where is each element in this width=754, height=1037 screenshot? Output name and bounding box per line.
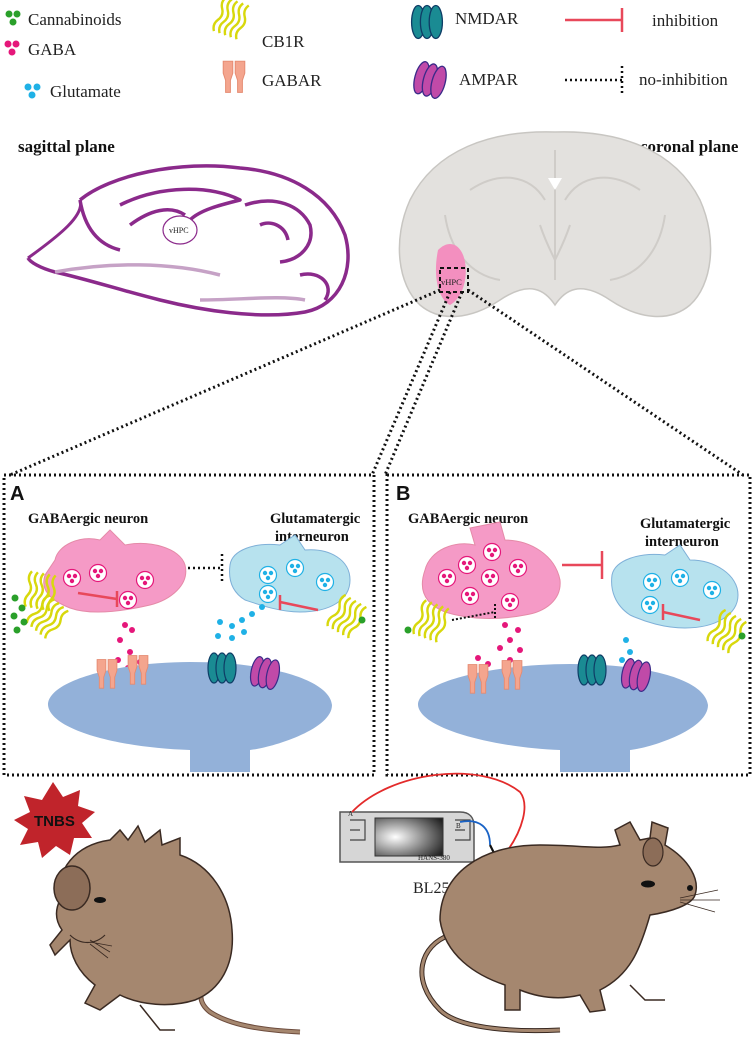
panel-a-nmdar: [207, 652, 237, 684]
coronal-vhpc-label: vHPC: [441, 277, 462, 287]
panel-a-glut-inhibition-mark: [278, 595, 319, 612]
panel-a: A GABAergic neuron Glutamatergic interne…: [2, 473, 376, 777]
panel-a-gaba-vesicle: [135, 570, 155, 590]
panel-a-cannabinoid: [358, 616, 366, 624]
cb1r-legend-icon: [210, 0, 252, 42]
blue-lead-wire: [459, 820, 491, 846]
device-port-b: B: [456, 822, 461, 830]
panel-a-glut-vesicle: [285, 558, 305, 578]
sick-mouse: [49, 824, 301, 1035]
panel-b-letter: B: [396, 483, 410, 505]
panel-b-glut-vesicle: [640, 595, 660, 615]
legend-ampar: AMPAR: [459, 70, 519, 89]
panel-a-postsynaptic-neuron: [48, 662, 332, 772]
panel-b-frame: [385, 473, 752, 777]
device-port-a: A: [348, 810, 353, 818]
coronal-vhpc-region: [435, 243, 466, 305]
cannabinoids-legend-icon: [5, 10, 21, 26]
gaba-legend-icon: [4, 40, 20, 56]
inhibition-legend-icon: [565, 8, 624, 32]
treated-mouse: [419, 820, 720, 1034]
legend-cannabinoids: Cannabinoids: [28, 10, 122, 29]
sagittal-vhpc-label: vHPC: [169, 226, 189, 235]
legend-nmdar: NMDAR: [455, 9, 519, 28]
no-inhibition-legend-icon: [565, 66, 624, 94]
panel-b-gaba-vesicle: [500, 592, 520, 612]
panel-b-glut-label-2: interneuron: [645, 534, 719, 550]
panel-b-gaba-vesicle: [480, 568, 500, 588]
panel-b-nmdar: [577, 654, 607, 686]
device-model-label: HANS-380: [418, 854, 450, 862]
panel-b-gaba-vesicle: [482, 542, 502, 562]
panel-b-gaba-vesicle: [437, 568, 457, 588]
panel-b-no-inhibition-mark: [451, 604, 496, 621]
panel-a-letter: A: [10, 483, 24, 505]
panel-b-glut-inhibition-mark: [661, 604, 701, 622]
panel-a-frame: [2, 473, 376, 777]
glutamate-legend-icon: [24, 83, 41, 99]
sagittal-plane-label: sagittal plane: [18, 137, 115, 156]
panel-b-cannabinoid-glut: [738, 632, 746, 640]
panel-a-cannabinoids: [10, 594, 28, 634]
panel-a-gaba-vesicle: [118, 590, 138, 610]
panel-b-glut-label-1: Glutamatergic: [640, 516, 731, 532]
legend-glutamate: Glutamate: [50, 82, 121, 101]
tnbs-label: TNBS: [34, 813, 75, 830]
nmdar-legend-icon: [410, 4, 444, 40]
panel-a-gaba-vesicle: [88, 563, 108, 583]
panel-a-glutamate-release: [215, 604, 265, 641]
panel-a-inhibition-mark: [77, 591, 119, 607]
panel-b-gabaergic-label: GABAergic neuron: [408, 511, 528, 527]
panel-b-gaba-vesicle: [460, 586, 480, 606]
panel-b-glut-vesicle: [642, 572, 662, 592]
legend-gaba: GABA: [28, 40, 77, 59]
zoom-connectors: [9, 288, 744, 477]
legend-no-inhibition: no-inhibition: [639, 70, 728, 89]
panel-a-glut-label-1: Glutamatergic: [270, 511, 361, 527]
ampar-legend-icon: [410, 59, 450, 101]
panel-b-gaba-vesicle: [457, 555, 477, 575]
legend: Cannabinoids GABA Glutamate CB1R GABAR N…: [4, 0, 728, 101]
panel-a-glut-vesicle: [315, 572, 335, 592]
panel-b-glut-vesicle: [670, 568, 690, 588]
acupuncture-stimulator: HANS-380 A B: [339, 810, 475, 863]
panel-a-glut-vesicle: [258, 584, 278, 604]
panel-b: B GABAergic neuron Glutamatergic interne…: [385, 473, 752, 777]
tnbs-badge: TNBS: [14, 782, 95, 858]
panel-b-glut-vesicle: [702, 580, 722, 600]
coronal-plane-label: coronal plane: [640, 137, 739, 156]
panel-a-no-inhibition-mark: [188, 554, 224, 582]
sagittal-brain: [26, 164, 350, 317]
bl25-label: BL25: [413, 880, 449, 897]
legend-inhibition: inhibition: [652, 11, 719, 30]
sagittal-vhpc-marker: [162, 215, 198, 245]
red-lead-wire: [351, 772, 526, 851]
gabar-legend-icon: [222, 60, 246, 93]
panel-b-inhibition-mark: [562, 551, 604, 579]
legend-cb1r: CB1R: [262, 32, 305, 51]
panel-a-gabaergic-neuron: [43, 529, 187, 613]
panel-b-gaba-vesicle: [508, 558, 528, 578]
panel-a-gaba-vesicle: [62, 568, 82, 588]
legend-gabar: GABAR: [262, 71, 322, 90]
panel-b-cannabinoid: [404, 626, 412, 634]
panel-a-glut-vesicle: [258, 565, 278, 585]
panel-b-postsynaptic-neuron: [418, 664, 708, 772]
panel-a-gabaergic-label: GABAergic neuron: [28, 511, 148, 527]
coronal-vhpc-box: [439, 267, 469, 293]
